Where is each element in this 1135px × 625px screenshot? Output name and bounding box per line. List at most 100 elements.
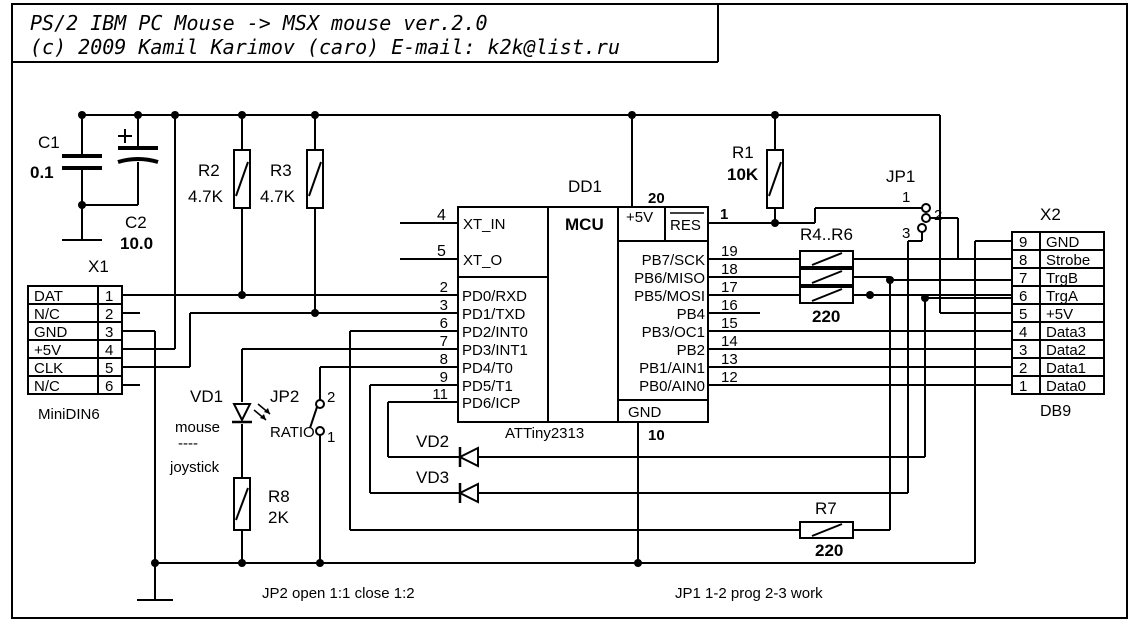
x1-pin-row: GND 3 (27, 321, 123, 341)
x2-pin-name: TrgA (1046, 288, 1078, 305)
mcu-left-pin-num: 11 (432, 386, 448, 403)
x2-pin-name: +5V (1046, 306, 1073, 323)
x1-pin-num: 3 (105, 324, 113, 341)
mcu-xt-pin-name: XT_O (463, 252, 502, 269)
mcu-left-pin-num: 6 (440, 315, 448, 332)
mcu-left-pin-num: 7 (440, 333, 448, 350)
r2-value: 4.7K (188, 187, 224, 206)
resistor-array-r4-r6: R4..R6 220 (799, 225, 854, 326)
r3-value: 4.7K (260, 187, 296, 206)
title-line-2: (c) 2009 Kamil Karimov (caro) E-mail: k2… (30, 35, 620, 59)
mode-mouse-label: mouse (175, 419, 220, 436)
x2-pin-name: Data3 (1046, 324, 1086, 341)
jp1-pin3: 3 (902, 225, 910, 242)
mcu-right-pin-name: PB7/SCK (642, 252, 705, 269)
mcu-right-pin-num: 18 (721, 261, 738, 278)
x2-pin-row: 3 Data2 (1011, 339, 1105, 359)
x2-pin-num: 6 (1019, 288, 1027, 305)
mcu-left-pin-name: PD5/T1 (462, 378, 513, 395)
x2-pin-num: 3 (1019, 342, 1027, 359)
resistor-r2: R2 4.7K (188, 149, 251, 209)
mcu-right-pin-name: PB0/AIN0 (639, 378, 705, 395)
jp1-pin2: 2 (934, 207, 942, 224)
resistor-r3: R3 4.7K (260, 149, 324, 209)
mcu-right-pin-name: PB1/AIN1 (639, 360, 705, 377)
x2-pin-num: 7 (1019, 270, 1027, 287)
mcu-left-pin-num: 3 (440, 297, 448, 314)
x1-pin-name: DAT (34, 288, 63, 305)
jp1-pin1: 1 (902, 189, 910, 206)
jp2-pin1: 1 (327, 429, 335, 446)
mcu-left-pin-name: PD4/T0 (462, 360, 513, 377)
x2-pin-row: 7 TrgB (1011, 267, 1105, 287)
jumper-jp2: JP2 RATIO 2 1 (270, 387, 335, 446)
c2-ref: C2 (125, 213, 147, 232)
x2-pin-row: 8 Strobe (1011, 249, 1105, 269)
mcu-left-pin-num: 9 (440, 369, 448, 386)
jp1-ref: JP1 (886, 167, 915, 186)
mcu-left-pin-name: PD3/INT1 (462, 342, 528, 359)
mcu-right-pin-name: PB4 (677, 306, 705, 323)
junction-dots (78, 111, 929, 567)
mcu-left-pin-num: 2 (440, 279, 448, 296)
mcu-left-pin-name: PD2/INT0 (462, 324, 528, 341)
vd1-ref: VD1 (190, 387, 223, 406)
x2-pin-row: 6 TrgA (1011, 285, 1105, 305)
x1-pin-name: N/C (34, 378, 60, 395)
mcu-gnd-label: GND (628, 404, 662, 421)
x2-pin-name-cell (1039, 375, 1105, 395)
mcu-left-pin-name: PD0/RXD (462, 288, 527, 305)
title-line-1: PS/2 IBM PC Mouse -> MSX mouse ver.2.0 (30, 11, 488, 35)
x1-pin-num-cell (97, 375, 123, 395)
r8-value: 2K (268, 508, 289, 527)
x2-pin-name: TrgB (1046, 270, 1078, 287)
x2-pin-name: Strobe (1046, 252, 1090, 269)
x1-pin-name: N/C (34, 306, 60, 323)
x2-pin-name: Data2 (1046, 342, 1086, 359)
mcu-left-pin-name: PD6/ICP (462, 395, 520, 412)
r3-ref: R3 (270, 161, 292, 180)
x1-pin-name: GND (34, 324, 68, 341)
jp2-pin2: 2 (327, 389, 335, 406)
mcu-dd1: DD1 MCU ATTiny2313 +5V 20 RES 1 GND 10 4… (432, 177, 737, 444)
mcu-right-pin-num: 17 (721, 279, 738, 296)
drawing-frame (11, 3, 1128, 619)
x1-pin-num: 5 (105, 360, 113, 377)
mcu-right-pin-num: 14 (721, 333, 738, 350)
r4-r6-value: 220 (812, 307, 840, 326)
jp2-note: JP2 open 1:1 close 1:2 (262, 585, 415, 602)
x2-pin-num: 8 (1019, 252, 1027, 269)
mcu-left-pin-name: PD1/TXD (462, 306, 526, 323)
c1-value: 0.1 (30, 163, 54, 182)
mcu-title: MCU (565, 215, 604, 234)
x2-pin-num: 2 (1019, 360, 1027, 377)
vd3-ref: VD3 (416, 468, 449, 487)
x1-ref: X1 (88, 257, 109, 276)
r4-r6-ref: R4..R6 (800, 225, 853, 244)
jp2-label: RATIO (270, 424, 315, 441)
x2-pin-num: 5 (1019, 306, 1027, 323)
mcu-vcc-label: +5V (626, 209, 653, 226)
mcu-right-pin-num: 19 (721, 243, 738, 260)
x1-pin-num: 1 (105, 288, 113, 305)
mcu-right-pin-num: 12 (721, 369, 738, 386)
vd1-triangle (232, 403, 252, 423)
x2-caption: DB9 (1040, 403, 1071, 420)
title-block: PS/2 IBM PC Mouse -> MSX mouse ver.2.0 (… (30, 11, 620, 59)
mcu-right-pins: 19PB7/SCK18PB6/MISO17PB5/MOSI16PB415PB3/… (634, 243, 738, 395)
r7-value: 220 (815, 541, 843, 560)
mcu-res-pin: 1 (720, 206, 728, 223)
mcu-right-pin-name: PB2 (677, 342, 705, 359)
jp1-note: JP1 1-2 prog 2-3 work (675, 585, 823, 602)
mcu-vcc-pin: 20 (648, 190, 665, 207)
resistor-r8: R8 2K (233, 477, 290, 531)
